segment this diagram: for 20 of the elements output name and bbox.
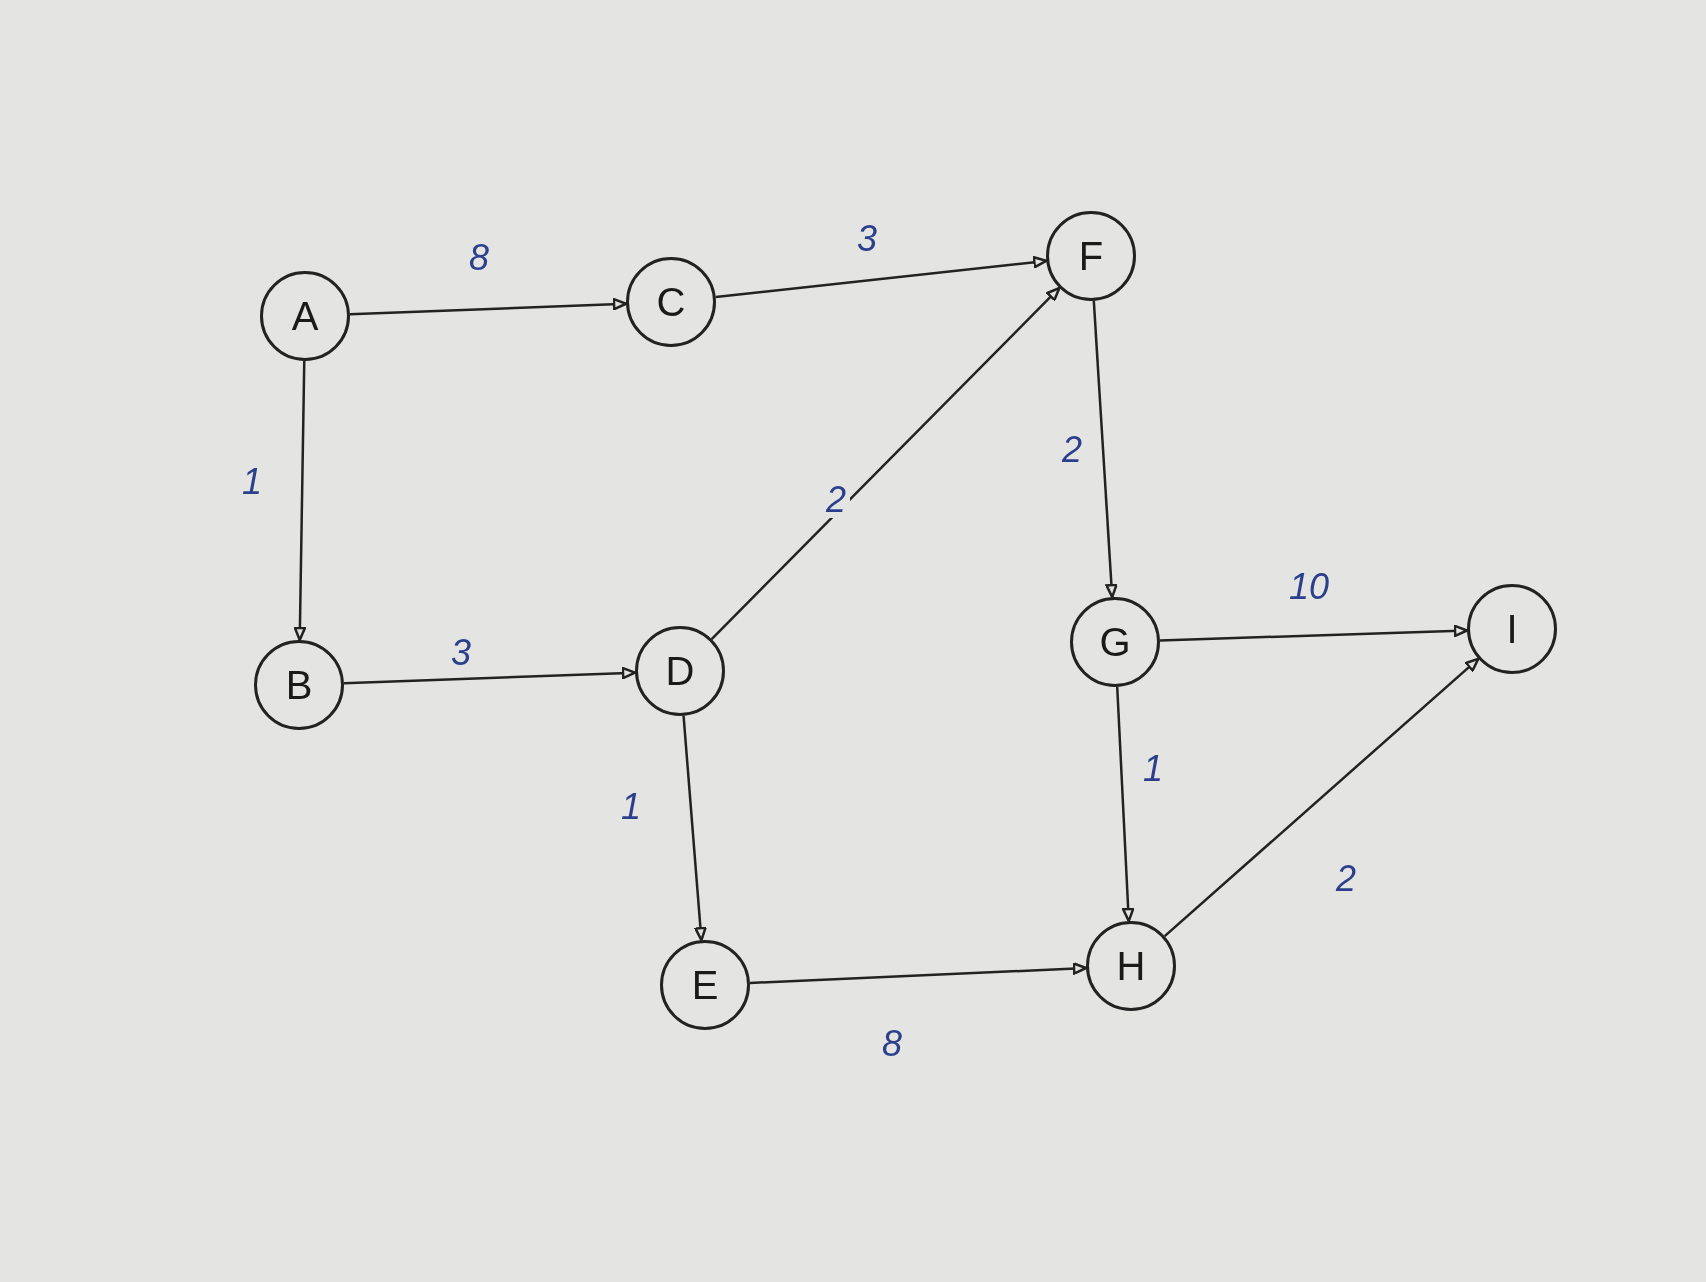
arrow — [1163, 657, 1480, 938]
node-label: E — [691, 965, 719, 1005]
arrow — [682, 715, 707, 942]
node-label: C — [656, 282, 686, 322]
arrow — [293, 360, 307, 642]
node-label: H — [1116, 946, 1146, 986]
arrow — [749, 962, 1088, 985]
node-label: F — [1078, 236, 1104, 276]
arrow — [1115, 686, 1135, 923]
node-label: D — [665, 651, 695, 691]
arrow — [343, 666, 637, 685]
arrow — [1092, 300, 1118, 599]
node-label: G — [1099, 622, 1131, 662]
node-label: I — [1506, 609, 1518, 649]
node-label: A — [291, 296, 319, 336]
arrow — [715, 256, 1048, 299]
arrow — [710, 286, 1061, 640]
arrow — [1159, 624, 1469, 642]
node-label: B — [285, 665, 313, 705]
arrow — [349, 297, 628, 316]
